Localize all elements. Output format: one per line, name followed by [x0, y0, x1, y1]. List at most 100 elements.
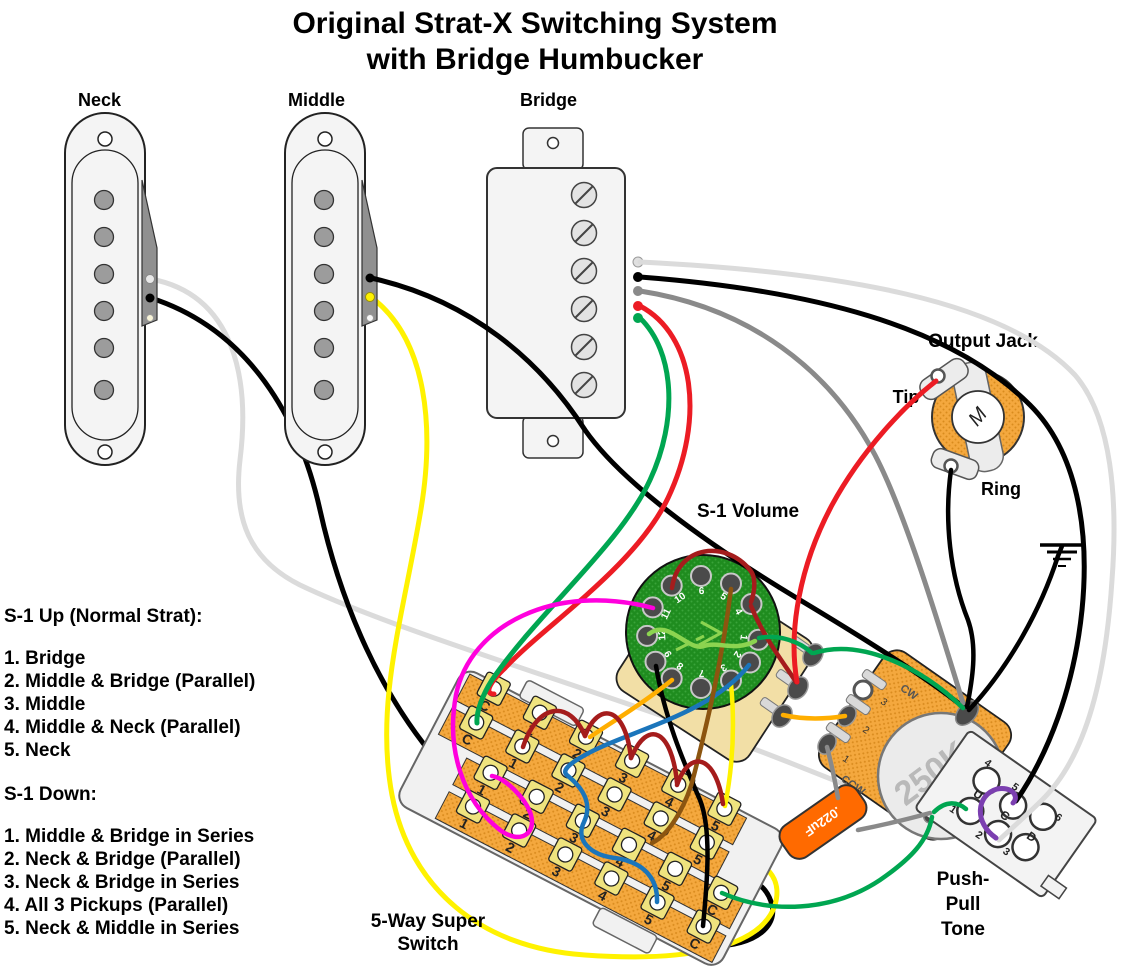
- middle-pickup-label: Middle: [288, 90, 345, 110]
- wire-cap-lead-2-gray: [855, 810, 933, 833]
- volume-lug-2: [787, 676, 809, 700]
- middle-pickup: [284, 112, 378, 466]
- neck-spare-terminal: [146, 314, 154, 322]
- tone-terminal-number: 2: [860, 724, 871, 736]
- wire-s1-4-to-volume-darkred: [748, 603, 799, 685]
- s1-terminal-7: [690, 677, 712, 699]
- wire-s1-11-magenta: [450, 598, 656, 840]
- s1-volume-label: S-1 Volume: [697, 501, 799, 522]
- wire-volume-to-ground-lug-green: [811, 646, 966, 711]
- bridge-pickup-label: Bridge: [520, 90, 578, 110]
- tone-terminal-number: 3: [878, 696, 889, 708]
- s1-terminal-6: [690, 565, 712, 587]
- s1-terminal-number: 7: [698, 667, 704, 678]
- tone-terminal-1: [817, 733, 837, 755]
- wire-humbucker-white: [637, 259, 1117, 843]
- middle-spare-terminal: [366, 314, 374, 322]
- s1-down-item: 3. Neck & Bridge in Series: [4, 872, 240, 893]
- push-pull-number: 6: [1053, 811, 1065, 824]
- neck-terminal-plate: [141, 179, 158, 327]
- s1-up-item: 2. Middle & Bridge (Parallel): [4, 671, 256, 692]
- s1-terminal-number: 9: [662, 648, 675, 659]
- s1-up-heading: S-1 Up (Normal Strat):: [4, 606, 203, 627]
- humbucker-mount-hole: [546, 434, 560, 448]
- push-pull-number: 2: [973, 829, 985, 842]
- s1-terminal-number: 1: [737, 634, 749, 641]
- title-line-1: Original Strat-X Switching System: [292, 7, 778, 40]
- wires-top-layer: [368, 259, 1117, 929]
- push-pull-label-2: Pull: [946, 894, 981, 915]
- s1-terminal-number: 2: [731, 649, 743, 660]
- super-switch-label-1: 5-Way Super: [371, 911, 486, 932]
- s1-terminal-number: 5: [718, 591, 729, 604]
- wire-s1-3-yellow: [722, 681, 736, 809]
- capacitor-body: [778, 784, 868, 860]
- tone-terminal-3: [852, 679, 874, 701]
- neck-pickup: [64, 112, 158, 466]
- push-pull-number: 4: [982, 757, 994, 770]
- wire-s1-12-to-1-lightgreen: [646, 627, 758, 649]
- s1-up-item: 4. Middle & Neck (Parallel): [4, 717, 241, 738]
- s1-terminal-number: 3: [718, 661, 729, 674]
- diagram-title: Original Strat-X Switching System with B…: [150, 6, 920, 78]
- tone-capacitor: .022uF: [778, 784, 868, 860]
- neck-mount-hole: [97, 131, 113, 147]
- push-pull-terminal-3: [1011, 832, 1040, 862]
- wire-s1-2-blue: [563, 662, 752, 905]
- push-pull-plate-tab: [1039, 874, 1068, 900]
- humbucker-mount-hole: [546, 136, 560, 150]
- s1-down-item: 4. All 3 Pickups (Parallel): [4, 895, 229, 916]
- title-line-2: with Bridge Humbucker: [366, 43, 704, 76]
- push-pull-label-3: Tone: [941, 919, 985, 940]
- s1-down-item: 1. Middle & Bridge in Series: [4, 826, 255, 847]
- wire-cap-lead-1-gray: [824, 744, 841, 801]
- bridge-humbucker: [486, 127, 644, 459]
- s1-terminal-labels: 1 2 3 7 8 9 12 11 10 6 5 4: [657, 586, 749, 678]
- s1-down-list: S-1 Down: 1. Middle & Bridge in Series 2…: [4, 784, 254, 940]
- s1-terminal-number: 6: [699, 586, 705, 597]
- wire-humbucker-black: [637, 274, 1087, 804]
- s1-terminal-number: 12: [657, 629, 669, 641]
- wire-humbucker-gray: [637, 288, 966, 706]
- s1-up-item: 3. Middle: [4, 694, 86, 715]
- wire-volume-to-tone2-orange: [780, 712, 848, 721]
- middle-terminal-plate: [361, 179, 378, 327]
- wire-s1-8-orange: [587, 677, 675, 740]
- push-pull-number: 5: [1009, 781, 1021, 794]
- wire-volume-to-tip-red: [791, 378, 939, 685]
- tone-terminal-number: 1: [840, 753, 851, 765]
- middle-pole-pieces: [313, 189, 335, 401]
- wire-middle-black: [368, 275, 965, 709]
- push-pull-number: 1: [947, 803, 959, 816]
- s1-down-item: 5. Neck & Middle in Series: [4, 918, 240, 939]
- s1-down-item: 2. Neck & Bridge (Parallel): [4, 849, 241, 870]
- humbucker-screw-poles: [570, 181, 598, 399]
- wire-s1-9-to-switch: [653, 663, 710, 929]
- jack-ring-label: Ring: [981, 479, 1021, 499]
- s1-down-heading: S-1 Down:: [4, 784, 97, 805]
- push-pull-number: 3: [1000, 845, 1012, 858]
- neck-pickup-bobbin: [71, 149, 139, 441]
- wire-ring-to-ground-lug-black: [945, 467, 976, 710]
- wire-neck-white: [148, 276, 991, 841]
- wire-switch-jumper-darkred: [674, 759, 726, 807]
- humbucker-body: [486, 167, 626, 419]
- neck-white-terminal: [145, 274, 155, 284]
- wire-s1-10-to-4-darkred: [669, 548, 757, 605]
- middle-mount-hole: [317, 444, 333, 460]
- wire-humbucker-green: [474, 315, 672, 726]
- neck-black-terminal: [145, 293, 155, 303]
- s1-up-list: S-1 Up (Normal Strat): 1. Bridge 2. Midd…: [4, 606, 255, 762]
- push-pull-label-1: Push-: [937, 869, 990, 890]
- wire-switch-jumper-darkred: [520, 708, 588, 750]
- s1-terminal-number: 8: [675, 659, 686, 671]
- s1-terminal-number: 11: [659, 607, 674, 622]
- neck-mount-hole: [97, 444, 113, 460]
- switch-mount-tab: [592, 907, 658, 954]
- jack-center: [951, 390, 1005, 444]
- neck-pole-pieces: [93, 189, 115, 401]
- middle-pickup-bobbin: [291, 149, 359, 441]
- middle-yellow-terminal: [365, 292, 375, 302]
